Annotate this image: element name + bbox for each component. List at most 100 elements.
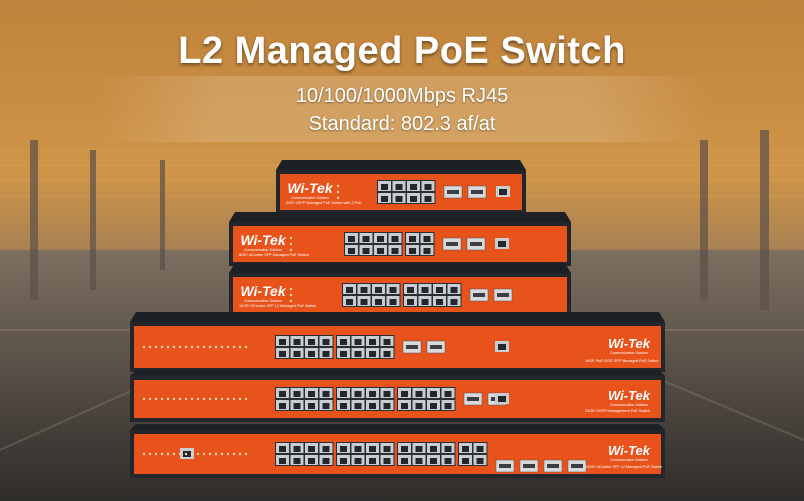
rj45-port-jack [381, 196, 388, 202]
chassis-top [276, 160, 526, 170]
rj45-port-jack [401, 458, 408, 464]
rj45-port-jack [293, 339, 301, 345]
rj45-port-jack [308, 458, 315, 464]
status-led [172, 397, 176, 401]
rj45-port-jack [423, 248, 431, 254]
rj45-port-jack [410, 196, 417, 202]
status-led [160, 452, 164, 456]
rj45-port-jack [354, 458, 362, 464]
rj45-port-jack [383, 339, 391, 345]
rj45-port-jack [377, 236, 384, 242]
chassis-top [130, 424, 665, 430]
status-led [289, 299, 293, 303]
rj45-port-jack [348, 248, 355, 254]
status-led [226, 397, 230, 401]
rj45-port-jack [383, 458, 391, 464]
rj45-port-jack [381, 184, 388, 190]
model-label: 24GE+2SFP Management PoE Switch [585, 409, 650, 413]
rj45-port-jack [322, 391, 330, 397]
rj45-port-jack [369, 391, 376, 397]
rj45-port-jack [308, 446, 315, 452]
rj45-port-jack [354, 391, 362, 397]
status-led [244, 345, 248, 349]
status-led [232, 452, 236, 456]
brand-tagline: Communication Solution [291, 196, 329, 200]
rj45-port-jack [391, 236, 399, 242]
rj45-port-jack [354, 351, 362, 357]
subtitle-speed: 10/100/1000Mbps RJ45 [295, 85, 509, 107]
model-label: 16GE+2Combo SFP L2 Managed PoE Switch [239, 304, 316, 308]
rj45-port-jack [375, 299, 382, 305]
rj45-port-jack [360, 299, 368, 305]
status-led [244, 452, 248, 456]
status-led [289, 293, 293, 297]
model-label: 8GE+2SFP Managed PoE Switch with 2 PoE [286, 201, 362, 205]
subtitle-band [95, 76, 709, 142]
status-led [232, 345, 236, 349]
status-led [208, 452, 212, 456]
rj45-port-jack [409, 248, 416, 254]
rj45-port-jack [391, 248, 399, 254]
rj45-port-jack [401, 391, 408, 397]
status-led [178, 345, 182, 349]
rj45-port-jack [462, 446, 469, 452]
rj45-port-jack [354, 446, 362, 452]
chassis-top [229, 263, 571, 273]
rj45-port-jack [415, 446, 423, 452]
status-led [190, 397, 194, 401]
status-led [238, 452, 242, 456]
status-led [160, 345, 164, 349]
rj45-port-jack [308, 339, 315, 345]
rj45-port-jack [407, 287, 414, 293]
rj45-port-jack [369, 403, 376, 409]
status-led [208, 397, 212, 401]
rj45-port-jack [340, 351, 347, 357]
rj45-port-jack [415, 391, 423, 397]
status-led [289, 242, 293, 246]
rj45-port-jack [421, 287, 429, 293]
rj45-port-jack [410, 184, 417, 190]
brand-tagline: Communication Solution [610, 458, 648, 462]
rj45-port-jack [362, 236, 370, 242]
brand-logo: Wi-Tek [608, 388, 651, 403]
subtitle-standard: Standard: 802.3 af/at [308, 113, 496, 135]
brand-logo: Wi-Tek [608, 443, 651, 458]
status-led [148, 397, 152, 401]
status-led [208, 345, 212, 349]
rj45-port-jack [279, 339, 286, 345]
page-title: L2 Managed PoE Switch [178, 30, 626, 72]
rj45-port-jack [279, 403, 286, 409]
rj45-port-jack [424, 196, 432, 202]
status-led [190, 345, 194, 349]
brand-logo: Wi-Tek [608, 336, 651, 351]
rj45-port-jack [415, 403, 423, 409]
rj45-port-jack [462, 458, 469, 464]
rj45-port-jack [360, 287, 368, 293]
brand-logo: Wi-Tek [287, 180, 333, 196]
rj45-port-jack [279, 458, 286, 464]
front-panel [134, 326, 661, 368]
rj45-port-jack [348, 236, 355, 242]
rj45-port-jack [279, 446, 286, 452]
status-led [226, 452, 230, 456]
rj45-port-jack [293, 458, 301, 464]
status-led [160, 397, 164, 401]
rj45-port-jack [322, 351, 330, 357]
rj45-port-jack [369, 351, 376, 357]
status-led [142, 452, 146, 456]
rj45-port-jack [308, 403, 315, 409]
rj45-port-jack [444, 403, 452, 409]
rj45-port-jack [346, 299, 353, 305]
rj45-port-jack [308, 351, 315, 357]
rj45-port-jack [377, 248, 384, 254]
rj45-port-jack [383, 351, 391, 357]
status-led [226, 345, 230, 349]
model-label: 8GE+4Combo SFP Managed PoE Switch [239, 253, 309, 257]
status-led [166, 397, 170, 401]
status-led [154, 397, 158, 401]
status-led [166, 452, 170, 456]
